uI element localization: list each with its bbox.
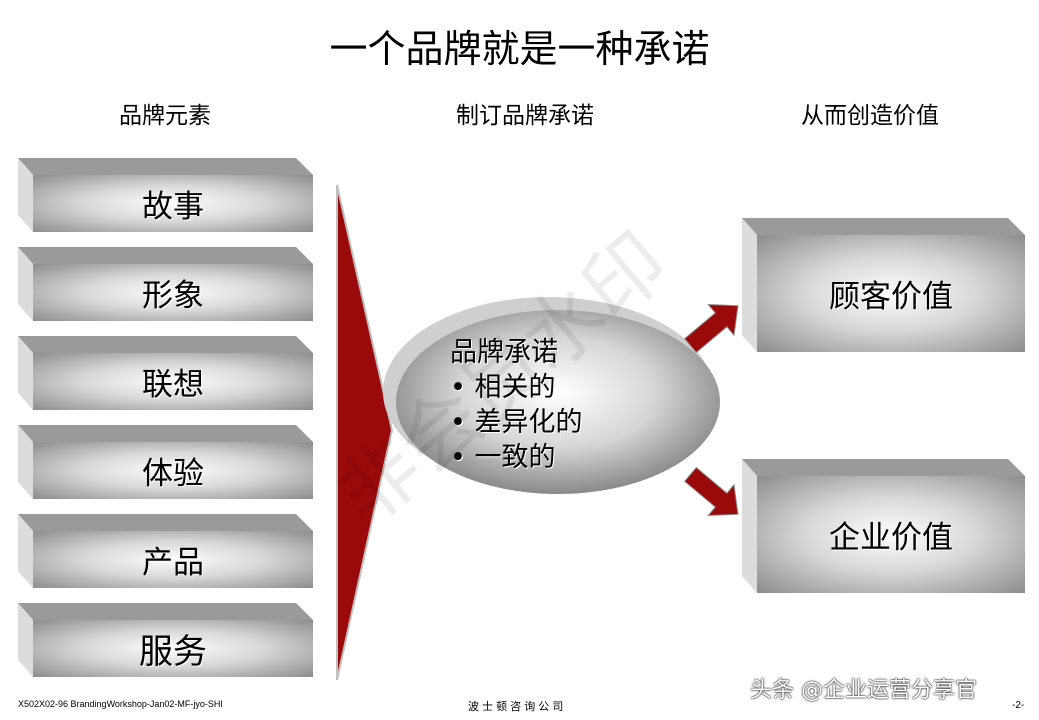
footer-company: 波 士 顿 咨 询 公 司 bbox=[468, 701, 564, 713]
element-box-service: 服务 bbox=[18, 603, 313, 677]
value-box-customer: 顾客价值 bbox=[742, 218, 1025, 352]
element-box-story: 故事 bbox=[18, 158, 313, 232]
value-box-enterprise: 企业价值 bbox=[742, 459, 1025, 593]
page-title: 一个品牌就是一种承诺 bbox=[329, 27, 710, 71]
column-header-promise: 制订品牌承诺 bbox=[456, 103, 594, 129]
promise-bullet: • 一致的 bbox=[450, 442, 556, 473]
arrow-down-icon bbox=[683, 466, 739, 517]
footer-file-name: X502X02-96 BrandingWorkshop-Jan02-MF-jyo… bbox=[18, 699, 223, 709]
promise-heading: 品牌承诺 bbox=[450, 337, 558, 368]
footer-page-number: -2- bbox=[1012, 700, 1025, 711]
funnel-triangle bbox=[336, 184, 394, 681]
element-box-experience: 体验 bbox=[18, 425, 313, 499]
column-header-elements: 品牌元素 bbox=[119, 103, 211, 129]
arrow-up-icon bbox=[683, 303, 739, 354]
promise-bullet: • 差异化的 bbox=[450, 407, 583, 438]
promise-text: 品牌承诺 • 相关的 • 差异化的 • 一致的 bbox=[450, 335, 583, 475]
element-box-product: 产品 bbox=[18, 514, 313, 588]
credit-watermark: 头条 @企业运营分享官 bbox=[750, 678, 977, 703]
column-header-value: 从而创造价值 bbox=[801, 103, 939, 129]
promise-bullet: • 相关的 bbox=[450, 372, 556, 403]
promise-ellipse bbox=[396, 310, 720, 494]
element-box-association: 联想 bbox=[18, 336, 313, 410]
element-box-image: 形象 bbox=[18, 247, 313, 321]
